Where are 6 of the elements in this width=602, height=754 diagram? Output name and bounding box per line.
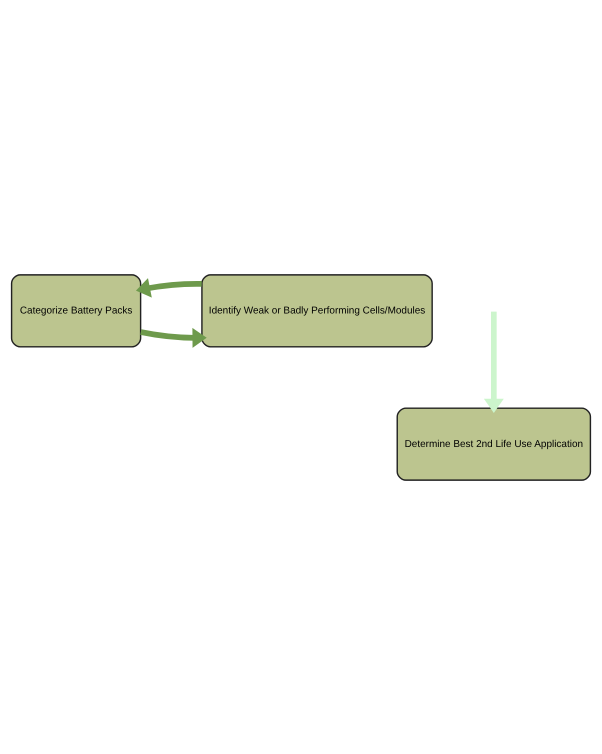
node-box: Determine Best 2nd Life Use Application — [396, 406, 592, 480]
arrow — [484, 311, 504, 412]
node-box: Identify Weak or Badly Performing Cells/Modules — [201, 274, 433, 348]
node-box: Categorize Battery Packs — [10, 274, 142, 348]
arrow — [140, 327, 207, 348]
arrow — [136, 278, 202, 298]
